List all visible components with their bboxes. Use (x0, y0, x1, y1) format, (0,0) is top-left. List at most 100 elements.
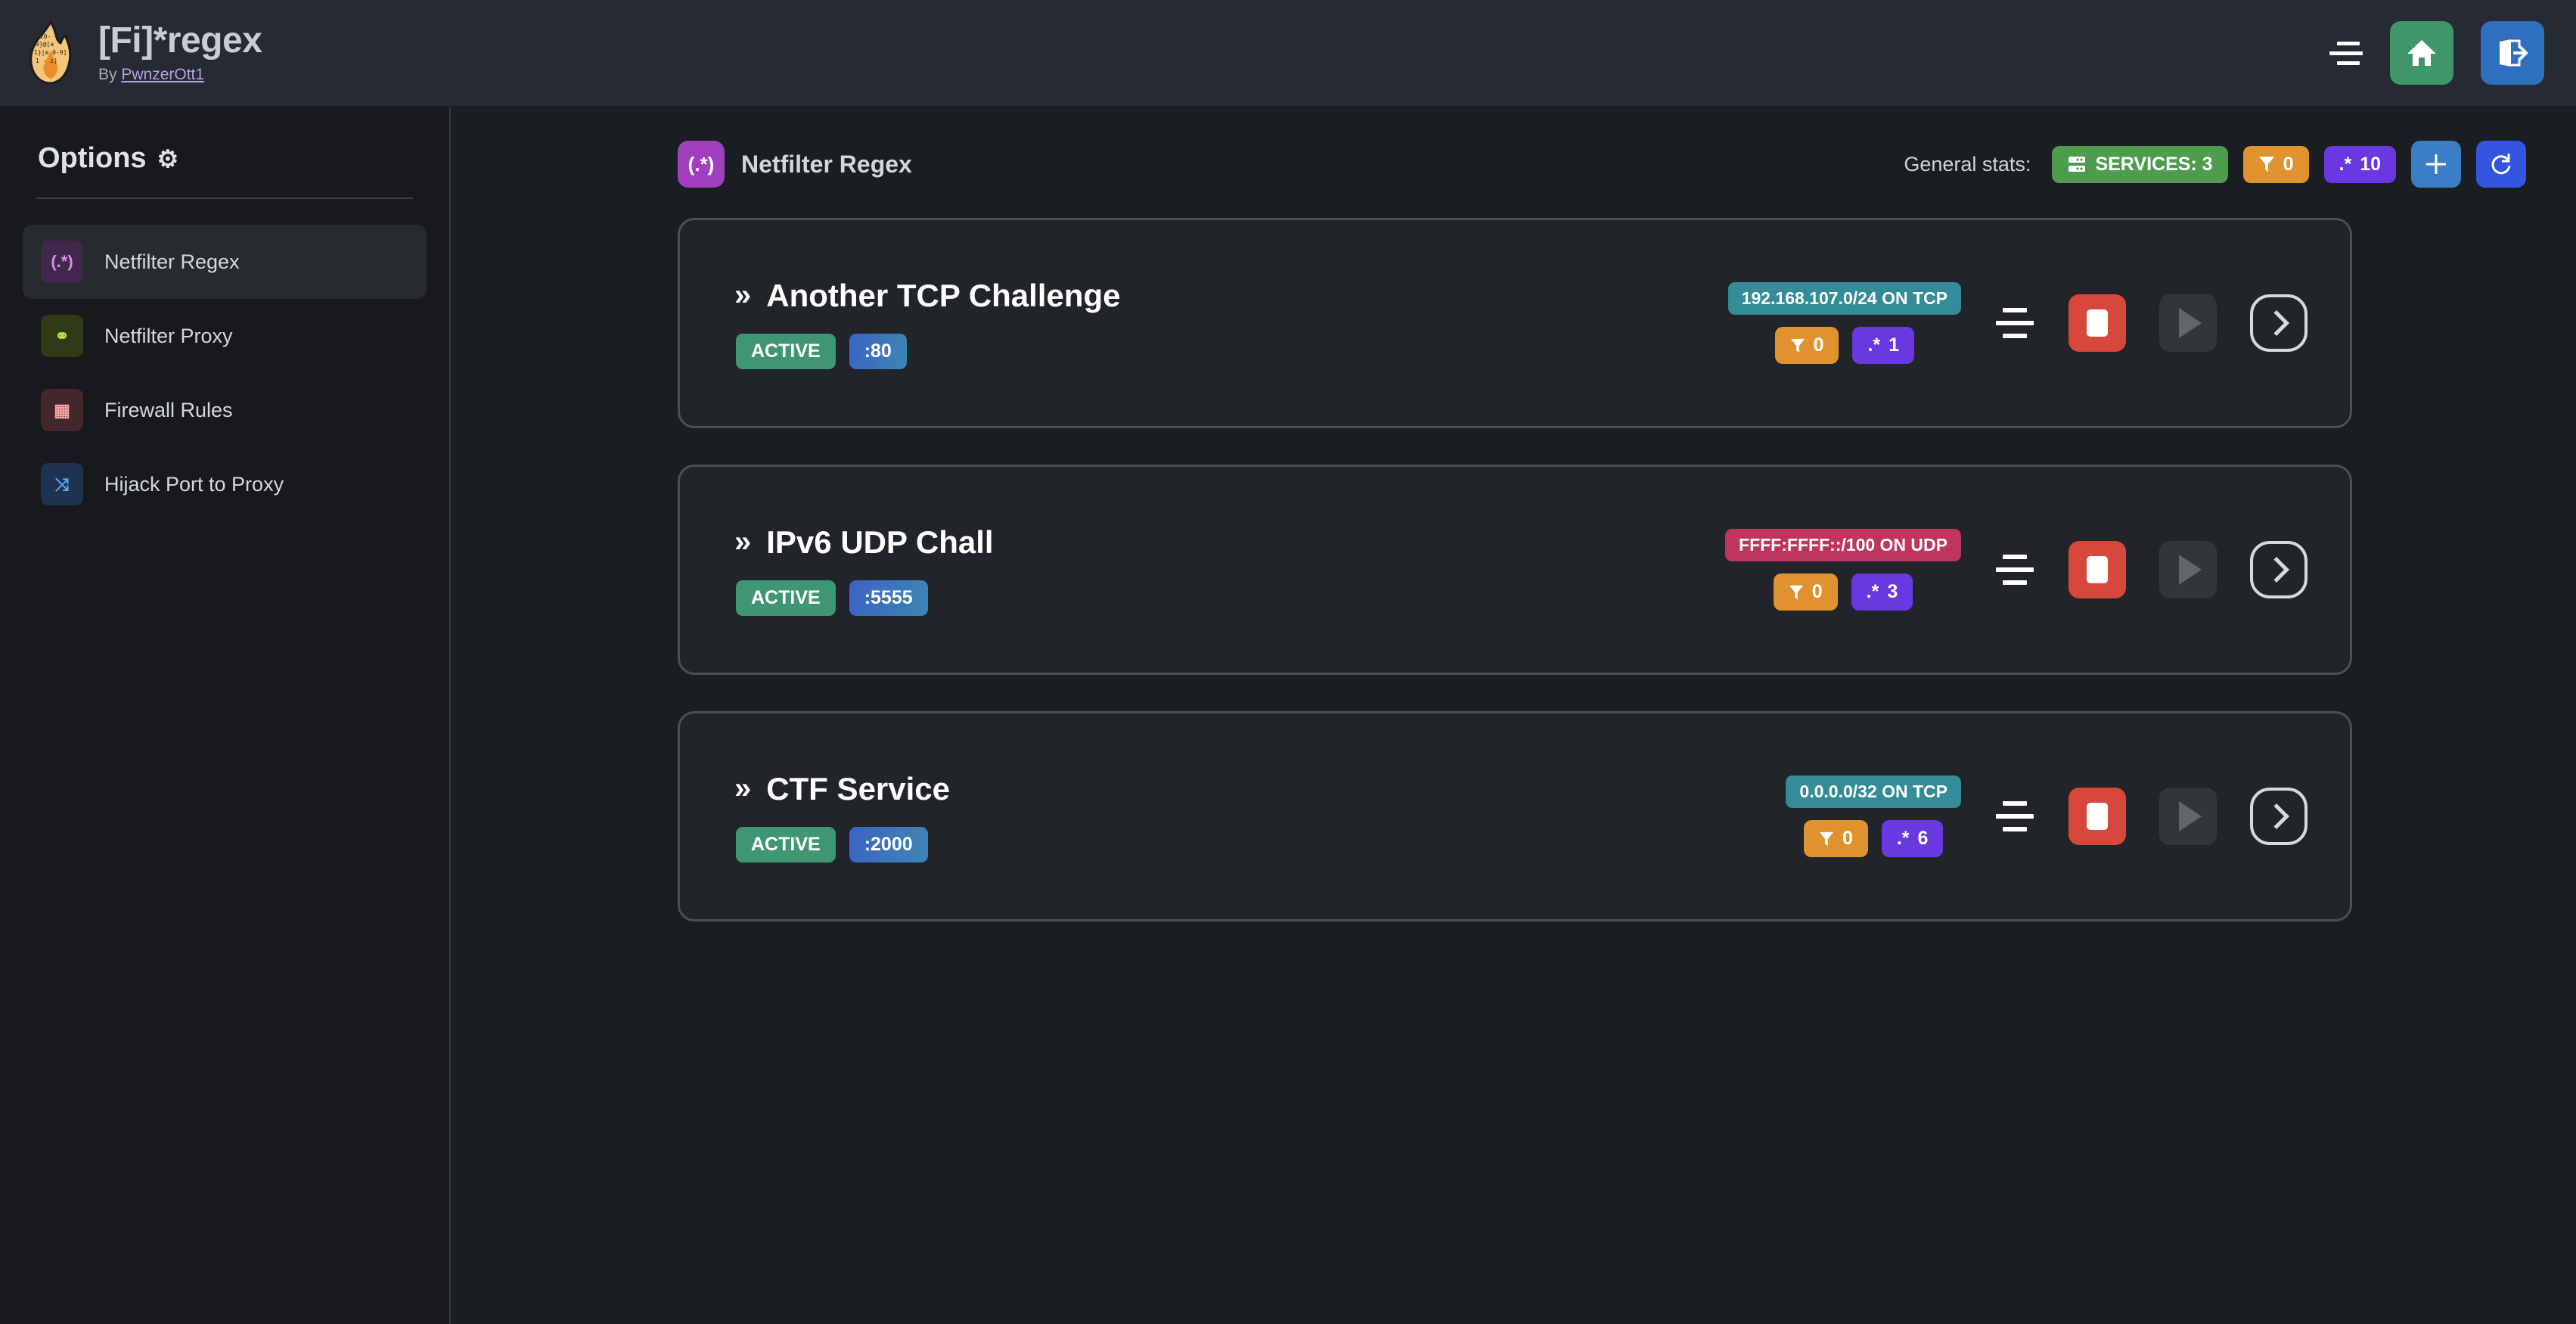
stop-button[interactable] (2069, 294, 2126, 352)
play-button[interactable] (2159, 788, 2217, 845)
server-icon (2069, 157, 2086, 172)
sidebar-item-hijack-port-to-proxy[interactable]: ⤨ Hijack Port to Proxy (23, 447, 427, 521)
home-icon (2407, 40, 2436, 66)
service-pills: ACTIVE :80 (734, 333, 1121, 369)
add-service-button[interactable] (2411, 141, 2461, 188)
page-title: Netfilter Regex (741, 150, 912, 178)
double-chevron-icon: » (734, 525, 751, 558)
logout-button[interactable] (2481, 21, 2544, 85)
service-pills: ACTIVE :5555 (734, 580, 994, 616)
refresh-icon (2491, 154, 2511, 175)
plug-icon: ⚭ (41, 315, 83, 357)
filters-badge: 0 (1773, 573, 1838, 611)
stop-button[interactable] (2069, 788, 2126, 845)
flame-icon: -z0- 0}@[a 1}|a 0-9] 1 - z] (29, 20, 72, 85)
open-service-button[interactable] (2250, 788, 2308, 845)
network-badge: 192.168.107.0/24 ON TCP (1727, 282, 1961, 315)
sidebar-item-netfilter-regex[interactable]: (.*) Netfilter Regex (23, 225, 427, 299)
sidebar-item-label: Netfilter Regex (104, 250, 240, 273)
service-name: CTF Service (766, 770, 951, 807)
hamburger-menu-icon[interactable] (2328, 39, 2363, 67)
service-info: » Another TCP Challenge ACTIVE :80 (734, 278, 1121, 369)
service-menu-icon[interactable] (1994, 308, 2035, 338)
port-badge: :80 (849, 333, 907, 369)
service-card[interactable]: » IPv6 UDP Chall ACTIVE :5555 FFFF:FFFF:… (678, 465, 2352, 675)
sidebar-item-label: Firewall Rules (104, 398, 233, 421)
page-header: (.*) Netfilter Regex General stats: SERV… (452, 107, 2576, 188)
network-counts: 0 .* 6 (1803, 820, 1944, 857)
app-byline: By PwnzerOtt1 (98, 66, 262, 84)
stop-icon (2087, 556, 2108, 583)
svg-text:0}@[a: 0}@[a (36, 41, 54, 48)
port-badge: :2000 (849, 826, 928, 862)
status-badge: ACTIVE (736, 333, 836, 369)
byline-prefix: By (98, 65, 122, 83)
brand: -z0- 0}@[a 1}|a 0-9] 1 - z] [Fi]*regex B… (0, 20, 262, 85)
sidebar-title: Options ⚙ (23, 107, 427, 175)
service-pills: ACTIVE :2000 (734, 826, 950, 862)
network-badge: 0.0.0.0/32 ON TCP (1786, 775, 1961, 808)
service-controls: 192.168.107.0/24 ON TCP 0 .* 1 (1727, 282, 2308, 364)
service-card[interactable]: » CTF Service ACTIVE :2000 0.0.0.0/32 ON… (678, 711, 2352, 922)
funnel-icon (1789, 585, 1803, 599)
network-badge: FFFF:FFFF::/100 ON UDP (1725, 529, 1961, 561)
status-badge: ACTIVE (736, 580, 836, 616)
service-info: » IPv6 UDP Chall ACTIVE :5555 (734, 524, 994, 616)
regex-icon: (.*) (41, 241, 83, 283)
app-title: [Fi]*regex (98, 20, 262, 61)
play-icon (2179, 801, 2202, 831)
general-stats: General stats: SERVICES: 3 0 .* 10 (1904, 141, 2526, 188)
service-menu-icon[interactable] (1994, 801, 2035, 831)
regex-badge: .* 6 (1881, 820, 1944, 857)
filters-count: 0 (1811, 581, 1823, 602)
filters-count: 0 (1813, 334, 1824, 356)
play-button[interactable] (2159, 294, 2217, 352)
service-menu-icon[interactable] (1994, 555, 2035, 585)
service-name: Another TCP Challenge (766, 277, 1121, 313)
top-bar: -z0- 0}@[a 1}|a 0-9] 1 - z] [Fi]*regex B… (0, 0, 2576, 107)
play-icon (2179, 555, 2202, 585)
regex-icon: .* (1867, 334, 1881, 356)
network-counts: 0 .* 1 (1774, 327, 1915, 364)
top-bar-actions (2328, 21, 2576, 85)
port-badge: :5555 (849, 580, 928, 616)
service-list: » Another TCP Challenge ACTIVE :80 192.1… (452, 188, 2576, 922)
regex-badge: .* 1 (1852, 327, 1915, 364)
general-stats-label: General stats: (1904, 152, 2031, 176)
funnel-icon (1790, 338, 1805, 353)
sidebar-item-netfilter-proxy[interactable]: ⚭ Netfilter Proxy (23, 299, 427, 373)
regex-icon: .* (1866, 581, 1879, 602)
filters-count: 0 (1842, 828, 1853, 849)
sidebar-item-label: Netfilter Proxy (104, 324, 233, 347)
open-service-button[interactable] (2250, 541, 2308, 598)
chevron-right-icon (2264, 803, 2289, 829)
chevron-right-icon (2264, 557, 2289, 583)
svg-text:1}|a 0-9]: 1}|a 0-9] (34, 49, 67, 56)
stop-button[interactable] (2069, 541, 2126, 598)
regex-count: 3 (1887, 581, 1898, 602)
network-info: 0.0.0.0/32 ON TCP 0 .* 6 (1786, 775, 1961, 857)
service-info: » CTF Service ACTIVE :2000 (734, 771, 950, 862)
open-service-button[interactable] (2250, 294, 2308, 352)
refresh-button[interactable] (2476, 141, 2526, 188)
services-badge: SERVICES: 3 (2052, 145, 2228, 183)
service-title: » IPv6 UDP Chall (734, 524, 994, 561)
regex-icon: (.*) (678, 141, 725, 188)
regex-count: 6 (1917, 828, 1929, 849)
svg-text:1 - z]: 1 - z] (36, 57, 57, 64)
gear-icon: ⚙ (157, 145, 179, 172)
play-button[interactable] (2159, 541, 2217, 598)
logout-icon (2500, 39, 2528, 67)
sidebar-item-label: Hijack Port to Proxy (104, 472, 284, 496)
regex-badge: .* 3 (1851, 573, 1913, 611)
sidebar: Options ⚙ (.*) Netfilter Regex ⚭ Netfilt… (0, 107, 451, 1324)
service-title: » CTF Service (734, 771, 950, 807)
regex-badge-count: 10 (2360, 153, 2381, 175)
brick-wall-icon: ▦ (41, 389, 83, 431)
home-button[interactable] (2390, 21, 2453, 85)
sidebar-item-firewall-rules[interactable]: ▦ Firewall Rules (23, 373, 427, 447)
main-content: (.*) Netfilter Regex General stats: SERV… (452, 107, 2576, 1324)
author-link[interactable]: PwnzerOtt1 (121, 65, 205, 83)
service-card[interactable]: » Another TCP Challenge ACTIVE :80 192.1… (678, 218, 2352, 428)
services-badge-label: SERVICES: 3 (2095, 153, 2213, 175)
